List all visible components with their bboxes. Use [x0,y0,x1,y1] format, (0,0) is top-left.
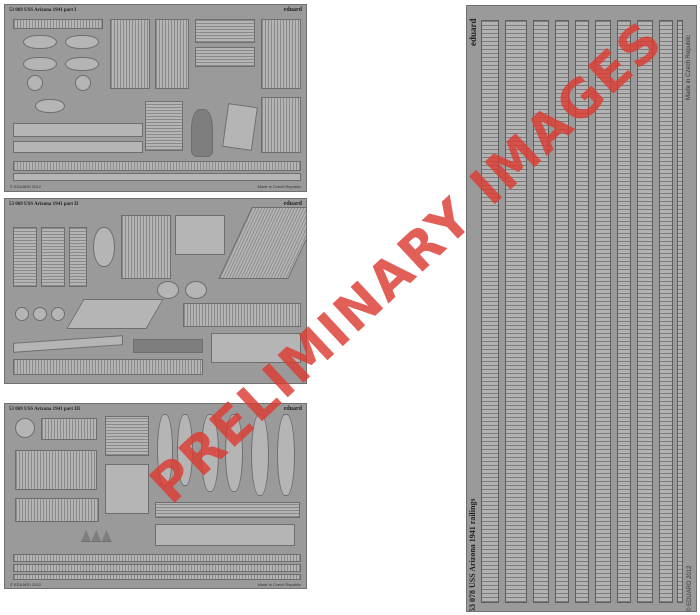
etched-part [13,141,143,153]
railing-strip [481,20,499,603]
etched-part [51,307,65,321]
railing-strip [659,20,673,603]
etched-part [27,75,43,91]
etched-part [93,227,115,267]
etched-part [195,47,255,67]
photo-etch-fret-railings: eduard Made in Czech Republic 53 078 USS… [466,5,697,612]
etched-part [155,524,295,546]
etched-part [13,564,301,572]
etched-part [185,281,207,299]
fret-title: 53 078 USS Arizona 1941 railings [468,498,477,612]
etched-part [41,227,65,287]
etched-part [35,99,65,113]
railing-strip [555,20,569,603]
fret-brand: eduard [468,18,478,46]
fret-brand: eduard [283,7,302,13]
etched-part [66,299,164,329]
etched-part [13,227,37,287]
etched-part [157,414,173,486]
etched-part [15,307,29,321]
etched-part [23,35,57,49]
railing-strip [637,20,653,603]
photo-etch-fret-part-1: 53 069 USS Arizona 1941 part I eduard © … [4,4,307,192]
etched-part [177,414,193,486]
railing-strip [677,20,683,603]
etched-part [105,416,149,456]
etched-part [261,97,301,153]
etched-part [155,19,189,89]
etched-part [175,215,225,255]
railing-strip [617,20,631,603]
railing-strip [595,20,611,603]
etched-part [15,450,97,490]
etched-part [121,215,171,279]
etched-part [145,101,183,151]
photo-etch-fret-part-3: 53 069 USS Arizona 1941 part III eduard … [4,403,307,589]
etched-part [15,498,99,522]
fret-made-in: Made in Czech Republic [257,184,301,189]
fret-copyright: © EDUARD 2012 [687,565,693,612]
etched-part [191,109,213,157]
etched-part [13,123,143,137]
etched-part [33,307,47,321]
etched-part [75,75,91,91]
etched-part [277,414,295,496]
etched-part [23,57,57,71]
etched-part [195,19,255,43]
etched-part [41,418,97,440]
etched-part [183,303,301,327]
fret-made-in: Made in Czech Republic [257,582,301,587]
railing-strip [575,20,589,603]
fret-made-in: Made in Czech Republic [686,34,692,100]
etched-part [105,464,149,514]
etched-part [13,574,301,580]
etched-part [13,161,301,171]
railing-strip [533,20,549,603]
etched-part [201,414,219,492]
photo-etch-fret-part-2: 53 069 USS Arizona 1941 part II eduard [4,198,307,384]
fret-caption: 53 069 USS Arizona 1941 part III [9,407,81,412]
etched-part [69,227,87,287]
fret-copyright: © EDUARD 2012 [10,582,41,587]
etched-part [13,335,123,353]
fret-brand: eduard [283,406,302,412]
etched-part [13,173,301,181]
etched-part [251,414,269,496]
etched-part [222,103,258,151]
etched-part [13,554,301,562]
etched-part [225,414,243,492]
etched-part [65,57,99,71]
fret-caption: 53 069 USS Arizona 1941 part II [9,202,79,207]
etched-part [218,207,306,279]
etched-part [211,333,301,363]
etched-part [13,19,103,29]
fret-caption: 53 069 USS Arizona 1941 part I [9,8,77,13]
etched-part [157,281,179,299]
etched-part [65,35,99,49]
etched-part [261,19,301,89]
etched-part [155,502,300,518]
railing-strip [505,20,527,603]
etched-part [110,19,150,89]
etched-part [133,339,203,353]
fret-brand: eduard [283,201,302,207]
etched-part [81,530,112,542]
etched-part [15,418,35,438]
etched-part [13,359,203,375]
fret-copyright: © EDUARD 2012 [10,184,41,189]
